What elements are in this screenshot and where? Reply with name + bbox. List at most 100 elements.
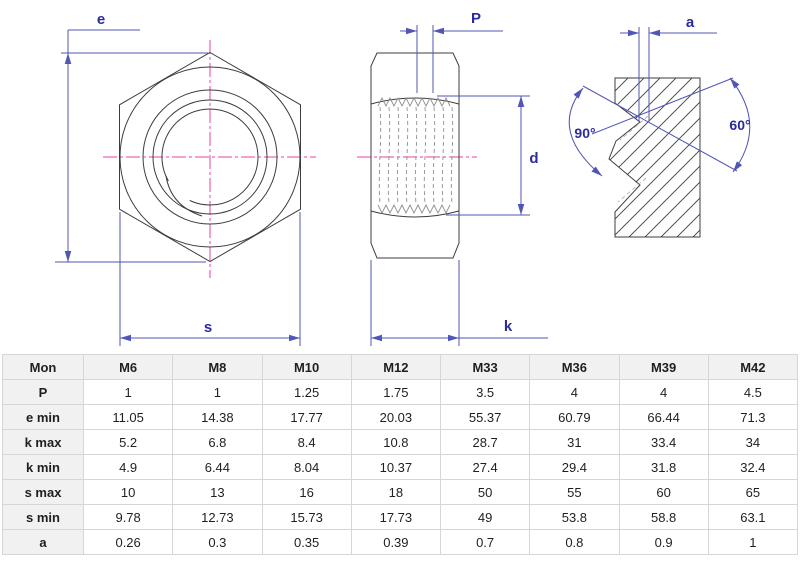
chamfer-circle <box>119 66 301 248</box>
thread-profile-drawing: a 90° 60° <box>568 14 751 238</box>
table-cell: 0.3 <box>172 529 263 555</box>
table-cell: 8.4 <box>261 429 352 455</box>
column-header-size: M8 <box>172 354 263 380</box>
thread-crest-bottom <box>377 203 451 215</box>
angle-90: 90° <box>568 87 603 177</box>
thread-lines <box>378 106 454 205</box>
row-label: k max <box>2 429 84 455</box>
column-header-label: Mon <box>2 354 84 380</box>
thread-minor-arc <box>161 108 259 206</box>
dimension-d: d <box>437 95 539 216</box>
table-cell: 17.73 <box>350 504 442 530</box>
table-cell: 0.9 <box>618 529 709 555</box>
table-cell: 1.25 <box>261 379 352 405</box>
table-cell: 6.44 <box>172 454 263 480</box>
table-cell: 55 <box>529 479 620 505</box>
table-cell: 53.8 <box>529 504 620 530</box>
table-cell: 11.05 <box>82 404 174 430</box>
table-cell: 9.78 <box>82 504 174 530</box>
table-cell: 1.75 <box>350 379 442 405</box>
row-label: s max <box>2 479 84 505</box>
table-cell: 0.39 <box>350 529 442 555</box>
table-cell: 0.8 <box>529 529 620 555</box>
nut-side-silhouette <box>370 52 460 259</box>
dimension-label-e: e <box>97 11 105 28</box>
column-header-size: M12 <box>350 354 442 380</box>
table-cell: 58.8 <box>618 504 709 530</box>
table-cell: 17.77 <box>261 404 352 430</box>
table-cell: 8.04 <box>261 454 352 480</box>
table-cell: 18 <box>350 479 442 505</box>
column-header-size: M6 <box>82 354 174 380</box>
angle-label-60: 60° <box>729 117 750 133</box>
table-cell: 16 <box>261 479 352 505</box>
angle-construction-line-b <box>582 85 738 172</box>
table-cell: 0.7 <box>439 529 531 555</box>
row-label: s min <box>2 504 84 530</box>
table-cell: 31 <box>529 429 620 455</box>
table-cell: 34 <box>707 429 799 455</box>
row-label: k min <box>2 454 84 480</box>
table-cell: 6.8 <box>172 429 263 455</box>
thread-major-circle <box>152 99 268 215</box>
table-cell: 0.35 <box>261 529 352 555</box>
row-label: P <box>2 379 84 405</box>
section-hatching <box>609 78 700 237</box>
column-header-size: M33 <box>439 354 531 380</box>
table-cell: 65 <box>707 479 799 505</box>
table-cell: 12.73 <box>172 504 263 530</box>
table-cell: 29.4 <box>529 454 620 480</box>
table-cell: 4.9 <box>82 454 174 480</box>
technical-drawing: e s P d <box>55 10 751 346</box>
dimension-label-d: d <box>529 150 538 167</box>
table-cell: 27.4 <box>439 454 531 480</box>
bearing-face-circle <box>142 89 278 225</box>
table-cell: 1 <box>707 529 799 555</box>
front-view-drawing: e s <box>55 11 316 346</box>
dimension-s: s <box>119 212 301 346</box>
dimension-label-a: a <box>686 14 695 31</box>
table-cell: 32.4 <box>707 454 799 480</box>
column-header-size: M39 <box>618 354 709 380</box>
column-header-size: M36 <box>529 354 620 380</box>
thread-crest-top <box>377 96 451 108</box>
table-cell: 71.3 <box>707 404 799 430</box>
table-cell: 28.7 <box>439 429 531 455</box>
angle-label-90: 90° <box>574 125 595 141</box>
table-cell: 5.2 <box>82 429 174 455</box>
table-cell: 10 <box>82 479 174 505</box>
column-header-size: M10 <box>261 354 352 380</box>
dimension-e: e <box>55 11 208 263</box>
table-cell: 50 <box>439 479 531 505</box>
row-label: a <box>2 529 84 555</box>
table-cell: 63.1 <box>707 504 799 530</box>
table-cell: 13 <box>172 479 263 505</box>
table-cell: 55.37 <box>439 404 531 430</box>
table-cell: 10.37 <box>350 454 442 480</box>
table-cell: 3.5 <box>439 379 531 405</box>
table-cell: 20.03 <box>350 404 442 430</box>
dimension-a: a <box>620 14 717 121</box>
thread-profile-block <box>608 77 701 238</box>
side-view-drawing: P d k <box>357 10 548 346</box>
dimension-label-k: k <box>504 318 513 335</box>
table-cell: 4 <box>529 379 620 405</box>
angle-60: 60° <box>729 77 751 173</box>
dimension-k: k <box>370 260 548 346</box>
table-cell: 4.5 <box>707 379 799 405</box>
hex-nut-drawing-svg: e s P d <box>55 10 751 346</box>
dimension-label-p: P <box>471 10 481 27</box>
dimension-label-s: s <box>204 319 212 336</box>
angle-construction-line-a <box>591 77 734 135</box>
table-cell: 1 <box>82 379 174 405</box>
hexagon-outline <box>119 51 301 263</box>
table-cell: 33.4 <box>618 429 709 455</box>
